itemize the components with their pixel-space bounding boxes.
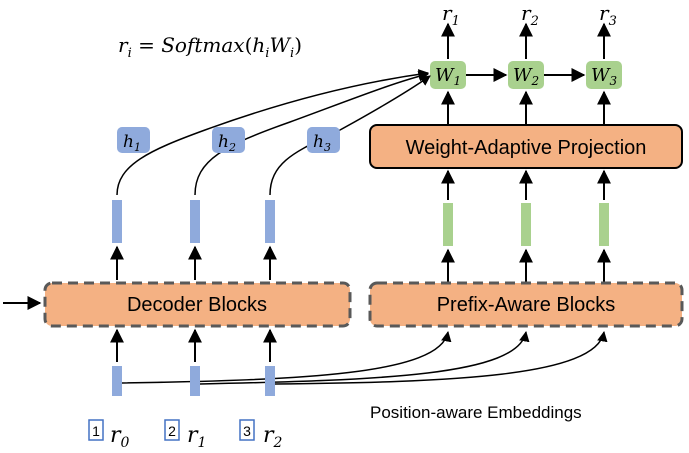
output-label-r2: r2 (521, 1, 539, 29)
weight-label-w3: W3 (591, 65, 618, 88)
weight-label-w1: W1 (435, 65, 461, 88)
embedding-bar-1 (112, 366, 122, 396)
hidden-box-h2 (212, 127, 245, 153)
position-index-3: 3 (243, 423, 251, 439)
hidden-label-h1: h1 (123, 132, 141, 154)
output-label-r3: r3 (599, 1, 617, 29)
curve-h2-to-w1 (194, 71, 430, 196)
prefix-aware-blocks (368, 281, 684, 328)
hidden-state-bar-3 (265, 200, 275, 243)
embedding-caption: Position-aware Embeddings (370, 403, 582, 422)
prefix-state-bar-1 (443, 203, 453, 246)
weight-adaptive-projection-label: Weight-Adaptive Projection (406, 137, 647, 159)
embedding-bar-2 (190, 366, 200, 396)
output-label-r1: r1 (442, 1, 460, 29)
curve-h3-to-w1 (269, 75, 431, 196)
decoder-blocks (43, 281, 352, 328)
weight-adaptive-projection-block (369, 124, 683, 169)
softmax-formula: ri = Softmax(hiWi) (118, 33, 302, 61)
prefix-state-bar-3 (599, 203, 609, 246)
position-index-2: 2 (168, 423, 176, 439)
position-box-1 (88, 419, 104, 441)
position-index-1: 1 (92, 423, 100, 439)
hidden-box-h1 (117, 127, 150, 153)
curve-embeddings-to-prefix-3 (274, 330, 608, 385)
weight-box-w2 (508, 61, 544, 89)
weight-box-w1 (430, 61, 466, 89)
curve-h1-to-w1 (116, 69, 430, 196)
decoder-blocks-label: Decoder Blocks (127, 294, 267, 316)
prefix-state-bar-2 (521, 203, 531, 246)
hidden-label-h3: h3 (313, 132, 331, 154)
prefix-aware-blocks-label: Prefix-Aware Blocks (437, 294, 616, 316)
hidden-label-h2: h2 (218, 132, 236, 154)
input-token-r1: r1 (187, 423, 206, 451)
input-token-r0: r0 (110, 423, 130, 451)
position-box-2 (164, 419, 180, 441)
input-token-r2: r2 (263, 423, 283, 451)
hidden-state-bar-1 (112, 200, 122, 243)
position-box-3 (239, 419, 255, 441)
weight-box-w3 (586, 61, 622, 89)
hidden-box-h3 (307, 127, 340, 153)
embedding-bar-3 (265, 366, 275, 396)
weight-label-w2: W2 (513, 65, 539, 88)
hidden-state-bar-2 (190, 200, 200, 243)
